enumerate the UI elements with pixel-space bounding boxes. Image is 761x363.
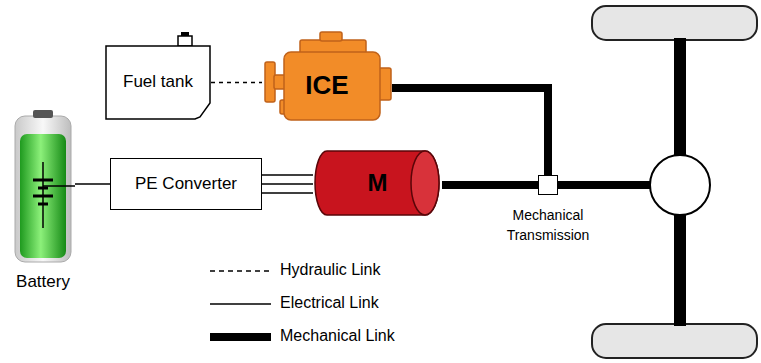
wheel bbox=[592, 324, 757, 358]
hydraulic-link bbox=[211, 82, 262, 84]
legend-label: Mechanical Link bbox=[280, 327, 395, 345]
legend-sample bbox=[205, 258, 273, 284]
node-label: ICE bbox=[305, 67, 348, 105]
engine-node: ICE bbox=[262, 30, 392, 125]
motor-node: M bbox=[313, 147, 442, 219]
legend-item: Mechanical Link bbox=[205, 324, 405, 350]
battery-node: Battery bbox=[3, 108, 83, 300]
mechanical-link bbox=[442, 181, 538, 189]
battery-illustration bbox=[11, 110, 75, 264]
legend-label: Electrical Link bbox=[280, 294, 379, 312]
legend-item: Hydraulic Link bbox=[205, 258, 405, 284]
node-label: Mechanical Transmission bbox=[493, 205, 603, 246]
transmission-box bbox=[538, 175, 558, 195]
legend-item: Electrical Link bbox=[205, 291, 405, 317]
tank-node: Fuel tank bbox=[105, 45, 211, 120]
differential bbox=[650, 155, 710, 215]
node-label: PE Converter bbox=[135, 172, 237, 197]
node-label: Fuel tank bbox=[123, 70, 193, 95]
legend-label: Hydraulic Link bbox=[280, 261, 380, 279]
electrical-link bbox=[262, 175, 313, 193]
box-node: PE Converter bbox=[110, 158, 262, 210]
node-label: Battery bbox=[16, 270, 70, 295]
legend-sample bbox=[205, 291, 273, 317]
legend-sample bbox=[205, 324, 273, 350]
electrical-link bbox=[75, 183, 110, 185]
node-label: M bbox=[368, 166, 388, 201]
trans-node: Mechanical Transmission bbox=[493, 175, 603, 253]
wheel bbox=[592, 6, 757, 40]
drive-shaft bbox=[556, 181, 652, 189]
